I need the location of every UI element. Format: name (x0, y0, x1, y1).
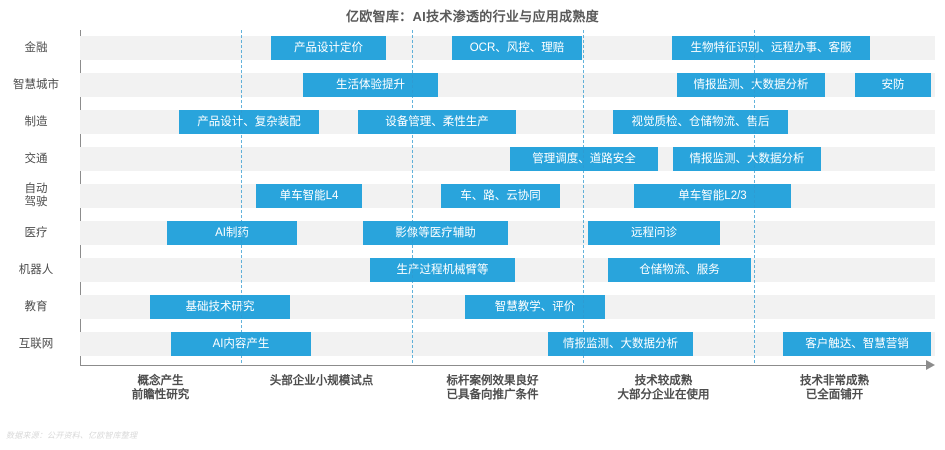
stage-label-line1: 技术较成熟 (634, 375, 693, 387)
application-bar[interactable]: 安防 (855, 73, 931, 97)
application-bar[interactable]: 生物特征识别、远程办事、客服 (672, 36, 870, 60)
application-bar[interactable]: 生产过程机械臂等 (370, 258, 515, 282)
stage-label-line2: 已具备向推广条件 (446, 389, 539, 401)
stage-label-line2: 大部分企业在使用 (617, 389, 710, 401)
stage-divider-3 (583, 30, 584, 363)
stage-label-5: 技术非常成熟已全面铺开 (754, 374, 915, 402)
application-bar[interactable]: 情报监测、大数据分析 (548, 332, 693, 356)
y-axis-label-8: 教育 (0, 301, 72, 314)
y-axis-label-4: 交通 (0, 153, 72, 166)
y-axis-label-line: 交通 (24, 152, 48, 165)
page-title: 亿欧智库：AI技术渗透的行业与应用成熟度 (345, 9, 599, 24)
y-axis-label-1: 金融 (0, 42, 72, 55)
application-bar[interactable]: 产品设计定价 (271, 36, 386, 60)
application-bar[interactable]: 远程问诊 (588, 221, 720, 245)
y-axis-label-line: 驾驶 (24, 196, 48, 208)
application-bar[interactable]: 单车智能L4 (256, 184, 362, 208)
stage-divider-2 (412, 30, 413, 363)
y-axis-label-line: 互联网 (18, 337, 54, 350)
y-axis-label-3: 制造 (0, 116, 72, 129)
y-axis-label-6: 医疗 (0, 227, 72, 240)
stage-label-3: 标杆案例效果良好已具备向推广条件 (412, 374, 573, 402)
application-bar[interactable]: 情报监测、大数据分析 (673, 147, 821, 171)
application-bar[interactable]: 基础技术研究 (150, 295, 290, 319)
stage-label-line1: 概念产生 (137, 375, 184, 387)
y-axis-label-2: 智慧城市 (0, 79, 72, 92)
stage-label-4: 技术较成熟大部分企业在使用 (583, 374, 744, 402)
stage-label-line2: 前瞻性研究 (131, 389, 190, 401)
stage-divider-1 (241, 30, 242, 363)
y-axis-label-5: 自动驾驶 (0, 183, 72, 209)
y-axis-label-7: 机器人 (0, 264, 72, 277)
application-bar[interactable]: 影像等医疗辅助 (363, 221, 508, 245)
application-bar[interactable]: OCR、风控、理赔 (452, 36, 582, 60)
application-bar[interactable]: 客户触达、智慧营销 (783, 332, 931, 356)
y-axis-label-line: 智慧城市 (13, 78, 59, 91)
y-axis-label-line: 教育 (24, 300, 48, 313)
y-axis-label-line: 制造 (24, 115, 48, 128)
y-axis-label-line: 机器人 (18, 263, 54, 276)
y-axis-label-9: 互联网 (0, 338, 72, 351)
application-bar[interactable]: 单车智能L2/3 (634, 184, 791, 208)
stage-divider-4 (754, 30, 755, 363)
stage-label-line1: 标杆案例效果良好 (446, 375, 539, 387)
application-bar[interactable]: AI制药 (167, 221, 297, 245)
application-bar[interactable]: 设备管理、柔性生产 (358, 110, 516, 134)
application-bar[interactable]: 智慧教学、评价 (465, 295, 605, 319)
application-bar[interactable]: 情报监测、大数据分析 (677, 73, 825, 97)
application-bar[interactable]: 产品设计、复杂装配 (179, 110, 319, 134)
x-axis-arrow-icon (926, 360, 935, 370)
application-bar[interactable]: 管理调度、道路安全 (510, 147, 658, 171)
x-axis-line (80, 365, 928, 366)
stage-label-2: 头部企业小规模试点 (241, 374, 402, 388)
application-bar[interactable]: 车、路、云协同 (441, 184, 560, 208)
application-bar[interactable]: 生活体验提升 (303, 73, 438, 97)
stage-label-line2: 已全面铺开 (805, 389, 864, 401)
stage-label-line1: 技术非常成熟 (800, 375, 869, 387)
application-bar[interactable]: 仓储物流、服务 (608, 258, 751, 282)
stage-label-line1: 头部企业小规模试点 (269, 375, 374, 387)
y-axis-label-line: 自动 (24, 183, 48, 195)
application-bar[interactable]: 视觉质检、仓储物流、售后 (613, 110, 788, 134)
stage-label-1: 概念产生前瞻性研究 (80, 374, 241, 402)
y-axis-label-line: 金融 (24, 41, 48, 54)
source-note: 数据来源：公开资料、亿欧智库整理 (6, 431, 138, 440)
y-axis-label-line: 医疗 (24, 226, 48, 239)
